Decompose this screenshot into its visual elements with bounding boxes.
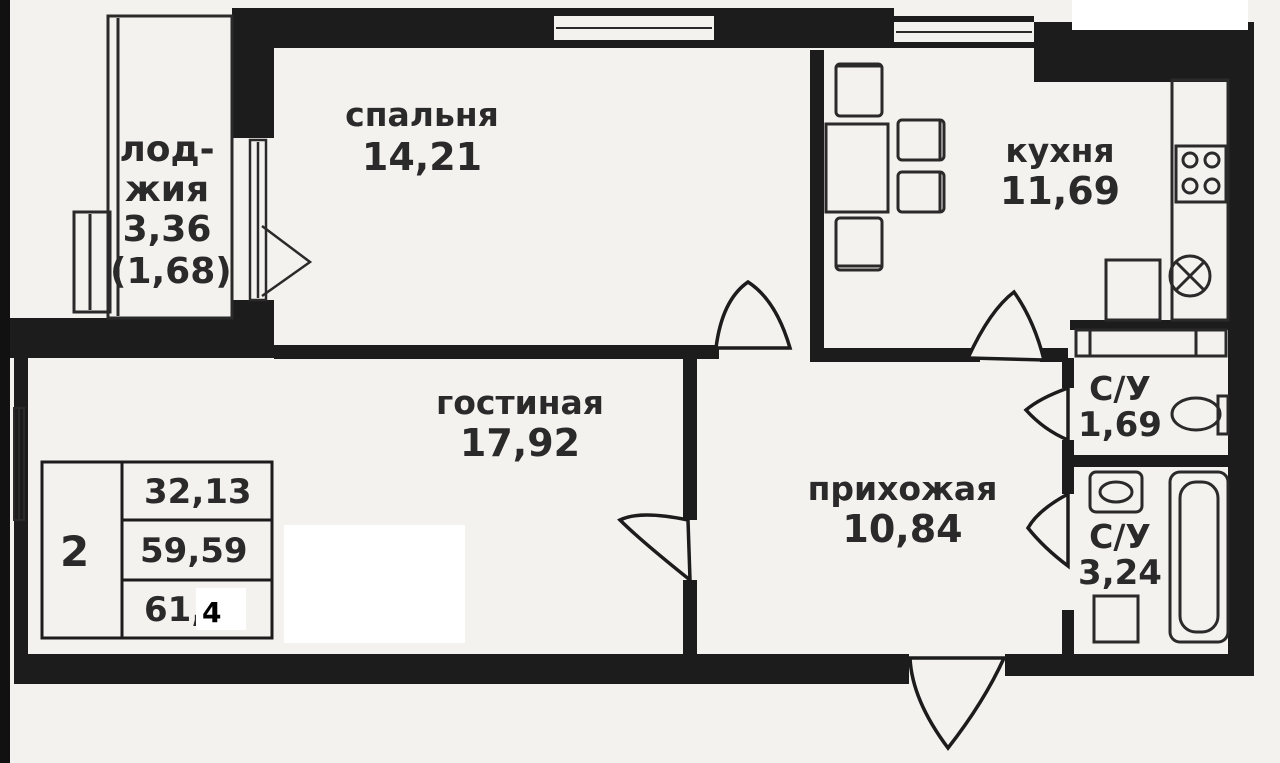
bedroom-name: спальня xyxy=(345,95,499,134)
balcony-door xyxy=(248,138,313,302)
bathroom-fixtures xyxy=(1088,394,1230,644)
window-sills xyxy=(556,27,1032,33)
hallway-name: прихожая xyxy=(807,469,998,508)
hallway-area: 10,84 xyxy=(842,507,963,551)
bathroom-small-name: С/У xyxy=(1089,369,1151,408)
total-area: 59,59 xyxy=(140,531,248,571)
living-window xyxy=(13,407,25,521)
redacted-patch-top xyxy=(1072,0,1248,30)
kitchen-name: кухня xyxy=(1005,131,1115,170)
total-with-loggia-suffix: 4 xyxy=(202,596,222,629)
kitchen-furniture xyxy=(824,62,1230,358)
bedroom-area: 14,21 xyxy=(361,135,483,179)
table-label-patch xyxy=(196,588,246,630)
door-swings xyxy=(617,279,1070,751)
internal-walls xyxy=(274,50,1238,660)
loggia-area-reduced: (1,68) xyxy=(110,251,232,292)
living-area-total: 32,13 xyxy=(144,472,252,512)
bathroom-large-name: С/У xyxy=(1089,517,1151,556)
loggia-name-line2: жия xyxy=(124,169,210,210)
kitchen-area: 11,69 xyxy=(999,169,1121,213)
bathroom-large-area: 3,24 xyxy=(1078,553,1162,593)
loggia-area: 3,36 xyxy=(122,209,212,250)
loggia-outline xyxy=(72,14,234,320)
outer-walls xyxy=(10,8,1254,684)
living-name: гостиная xyxy=(436,383,604,422)
loggia-name-line1: лод- xyxy=(119,129,215,170)
bathroom-small-area: 1,69 xyxy=(1078,405,1162,445)
rooms-count: 2 xyxy=(60,527,90,576)
total-with-loggia-prefix: 61, xyxy=(144,590,205,630)
area-table xyxy=(40,460,274,640)
redacted-patch-center xyxy=(284,525,465,643)
living-area: 17,92 xyxy=(459,421,581,465)
